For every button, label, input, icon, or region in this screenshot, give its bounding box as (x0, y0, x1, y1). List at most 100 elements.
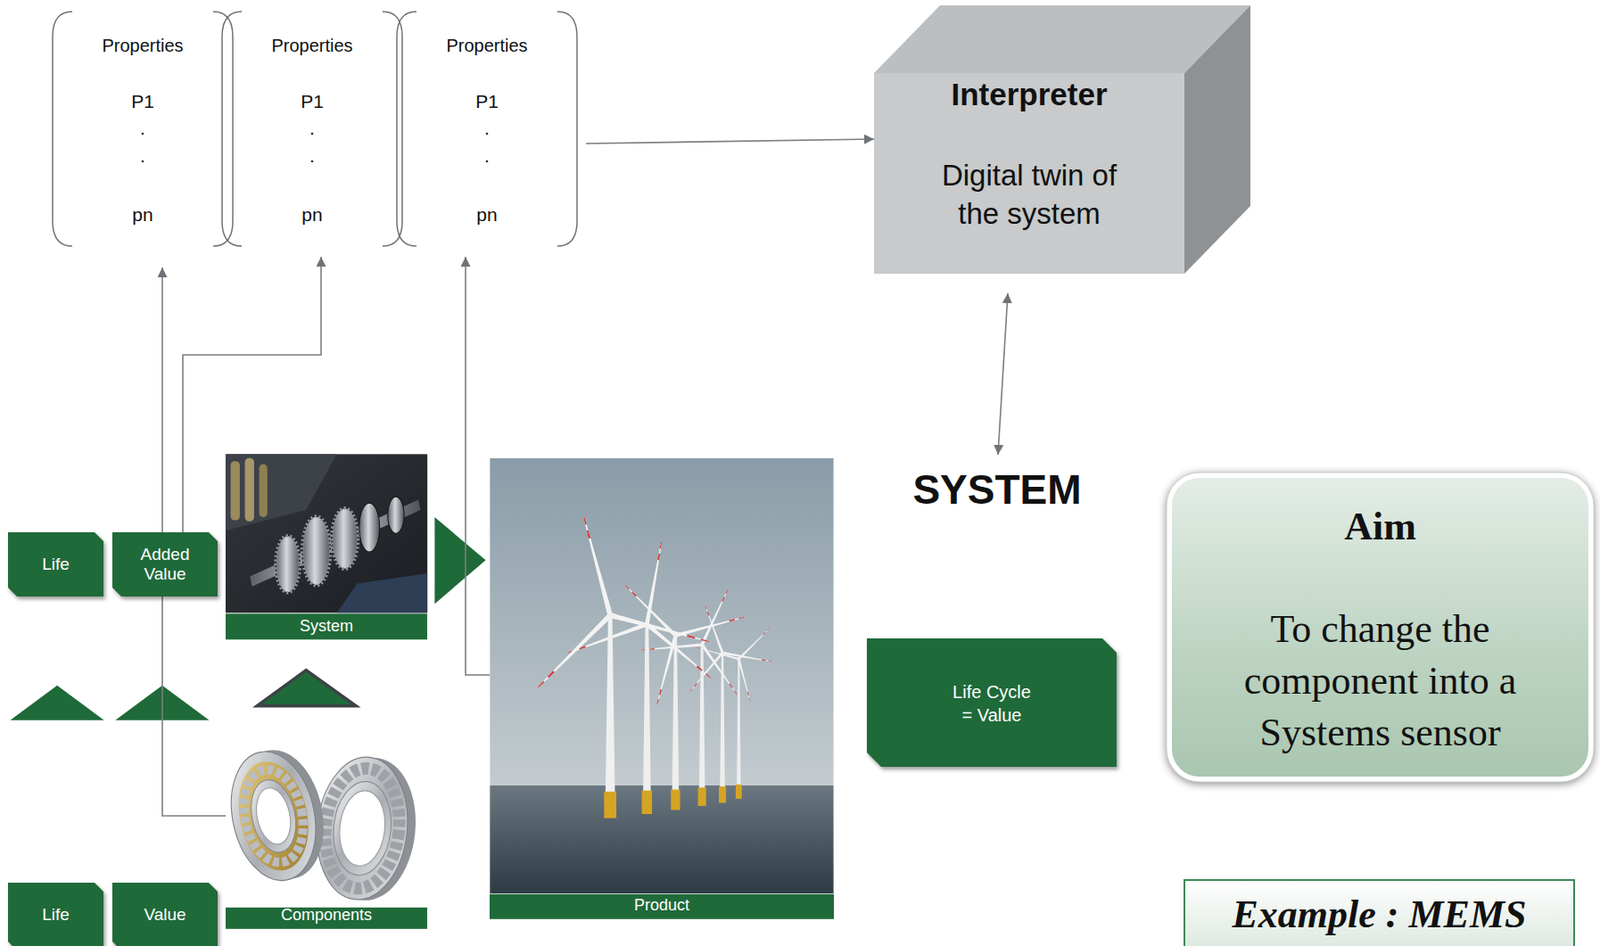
connector-arrow (465, 256, 490, 676)
connector-arrow (997, 293, 1008, 455)
illustration-part (319, 765, 405, 893)
illustration-part (302, 516, 331, 586)
illustration-part (329, 778, 396, 878)
bracket (222, 11, 242, 247)
caption-bar (489, 894, 834, 920)
node-text: Components (280, 906, 372, 926)
illustration-part (310, 752, 415, 905)
illustration-part (536, 514, 733, 728)
connector-arrow (182, 256, 322, 533)
node-text: . (309, 144, 315, 167)
node-text: . (309, 116, 315, 140)
illustration-part (275, 536, 300, 594)
node-text: Interpreter (950, 75, 1107, 114)
example-box: Example : MEMS (1183, 879, 1576, 946)
node-text: Aim (1344, 503, 1417, 552)
illustration-part (229, 755, 319, 878)
illustration-part (604, 615, 615, 817)
aim-box: AimTo change the component into a System… (1166, 472, 1594, 783)
illustration-part (489, 785, 834, 894)
node-text: System (299, 617, 354, 637)
tag-shape (8, 882, 104, 946)
illustration-part (251, 784, 296, 848)
illustration-part (245, 458, 255, 522)
connector-arrow (585, 139, 875, 144)
illustration-part (331, 508, 359, 570)
right-triangle (434, 517, 486, 604)
interpreter-box: InterpreterDigital twin of the system (874, 73, 1185, 274)
system-label: SYSTEM (890, 465, 1105, 520)
node-text: Example : MEMS (1231, 891, 1526, 940)
node-text: P1 (475, 90, 499, 113)
bracket (52, 11, 73, 247)
illustration-part (245, 775, 303, 858)
illustration-part (230, 461, 240, 520)
gearbox-picture (225, 453, 429, 613)
illustration-part (698, 787, 707, 807)
illustration-part (225, 453, 429, 613)
illustration-part (718, 786, 726, 803)
caption-bar (225, 613, 428, 640)
illustration-part (275, 536, 300, 594)
illustration-part (736, 659, 742, 799)
illustration-part (623, 556, 761, 706)
node-text: Added Value (127, 544, 203, 585)
tag-shape (112, 532, 218, 597)
cube-top (874, 5, 1251, 74)
illustration-part (359, 503, 380, 553)
lifecycle-tag: Life Cycle = Value (866, 638, 1117, 768)
illustrations (9, 453, 833, 906)
illustration-part (225, 743, 328, 889)
node-text: P1 (300, 90, 324, 113)
node-text: Life Cycle = Value (947, 680, 1037, 727)
illustration-part (642, 791, 652, 815)
illustration-part (336, 788, 389, 868)
cube-front (874, 73, 1185, 274)
illustration-part (603, 791, 617, 819)
tag-shape (112, 882, 218, 946)
node-text: P1 (131, 90, 155, 113)
node-text: pn (301, 203, 322, 226)
node-outline (225, 727, 428, 930)
node-text: pn (131, 203, 153, 226)
node-text: Product (634, 896, 690, 916)
illustration-part (671, 635, 679, 809)
illustration-part (302, 516, 331, 586)
aim-shape (1169, 475, 1592, 780)
illustration-part (639, 587, 782, 726)
up-triangle (9, 685, 104, 721)
property-list: PropertiesP1.. pn (220, 9, 405, 248)
bracket (557, 11, 578, 247)
node-outline (489, 458, 834, 920)
node-text: Properties (271, 34, 353, 57)
bracket (213, 11, 233, 247)
illustration-part (337, 573, 429, 614)
node-text: Value (143, 905, 186, 926)
node-text: pn (476, 203, 497, 226)
cube-side (1184, 5, 1251, 274)
components-image-panel: Components (225, 727, 428, 930)
node-text: SYSTEM (912, 465, 1081, 515)
tag-shape (866, 638, 1117, 768)
illustration-part (310, 752, 423, 906)
bearings-picture (225, 727, 429, 906)
node-text: Properties (445, 34, 528, 57)
illustration-part (225, 742, 336, 889)
bracket (396, 11, 417, 247)
illustration-part (566, 540, 759, 735)
tag-shape (8, 532, 104, 597)
illustration-part (259, 464, 268, 518)
life-tag: Life (8, 532, 104, 597)
windfarm-picture (489, 458, 834, 895)
value-tag: Value (112, 882, 218, 946)
node-text: Properties (101, 34, 183, 57)
property-list: PropertiesP1..pn (395, 9, 579, 248)
up-triangle (256, 670, 356, 707)
life-tag: Life (8, 882, 104, 946)
illustration-part (235, 764, 312, 868)
property-list: PropertiesP1..pn (50, 9, 235, 248)
illustration-part (670, 790, 680, 811)
illustration-part (735, 784, 743, 800)
node-text: . (484, 116, 490, 140)
